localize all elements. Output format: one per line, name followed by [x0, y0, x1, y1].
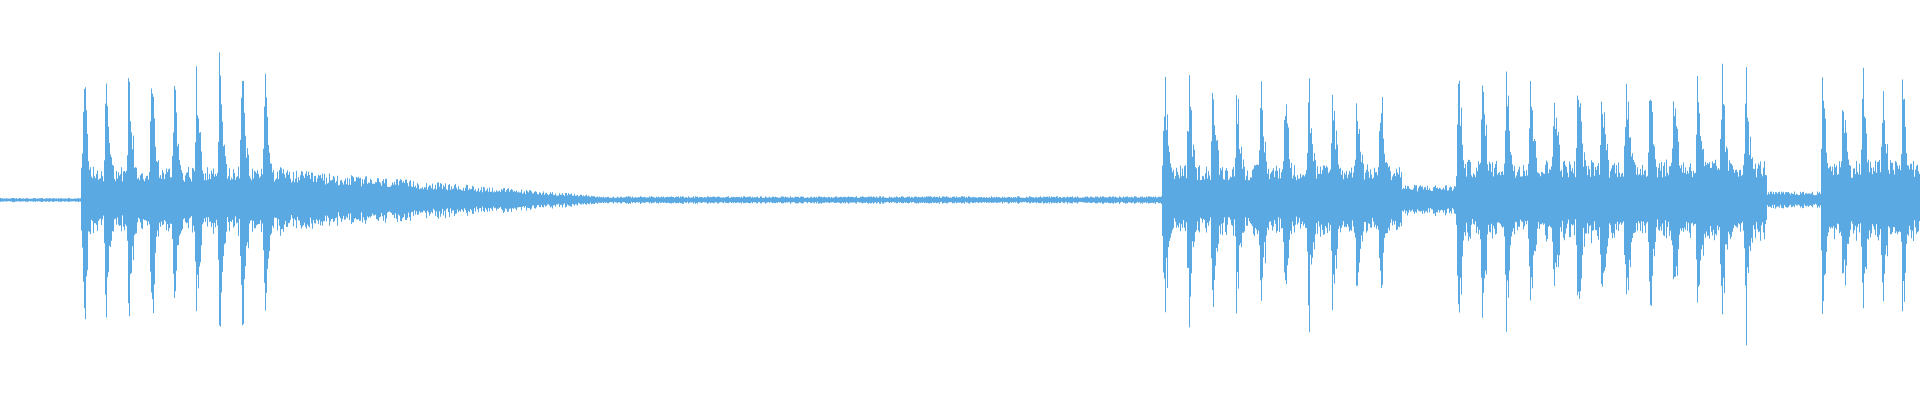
- waveform-path: [0, 52, 1920, 346]
- waveform-bars: [0, 52, 1920, 346]
